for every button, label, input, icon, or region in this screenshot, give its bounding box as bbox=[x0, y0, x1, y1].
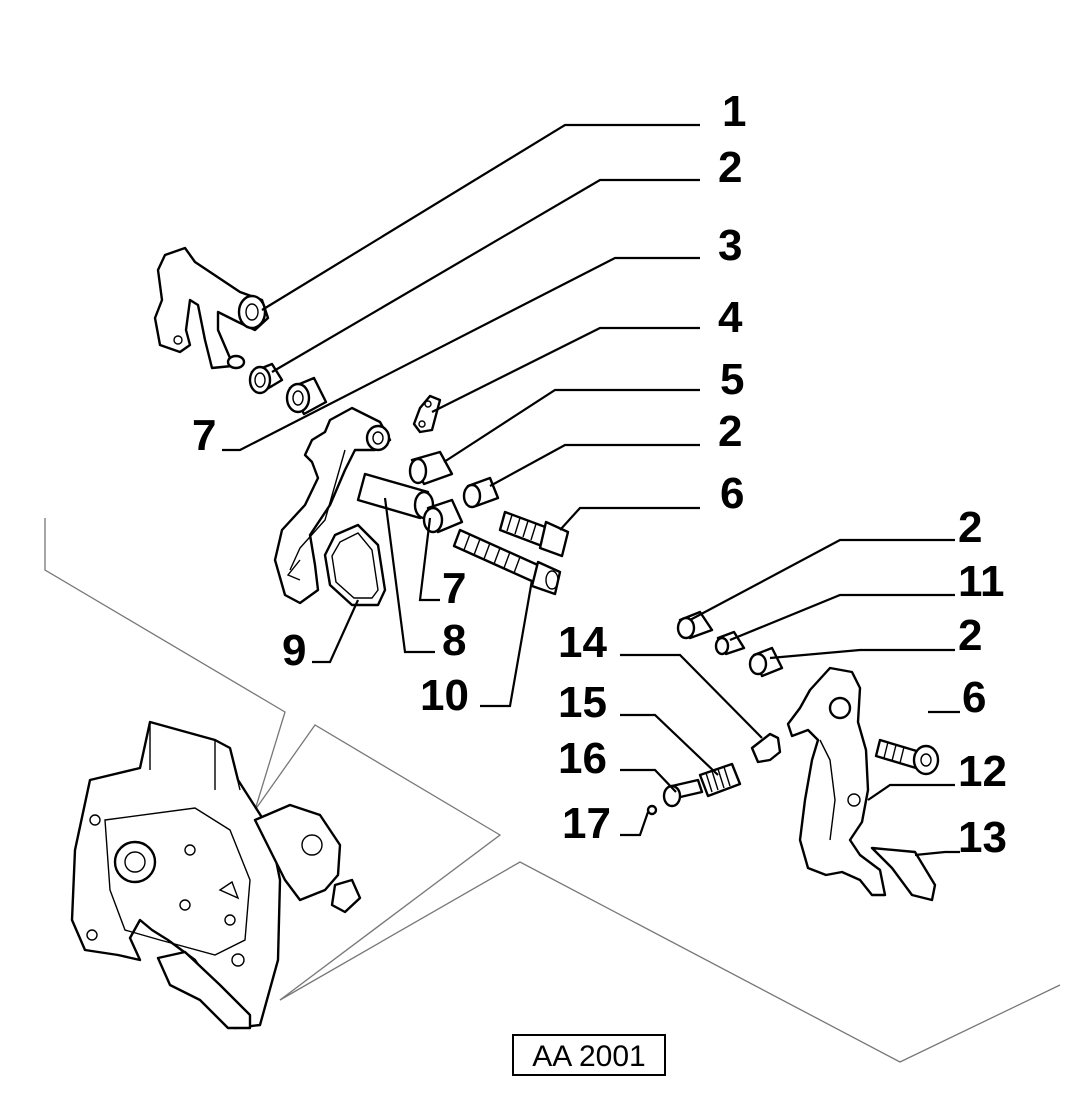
callout-11: 11 bbox=[958, 557, 1005, 606]
part-9-gasket bbox=[323, 523, 387, 607]
leader-lines bbox=[222, 123, 960, 857]
callout-17: 17 bbox=[562, 799, 611, 848]
inset-assembly-view bbox=[70, 720, 362, 1030]
callout-2: 2 bbox=[958, 503, 982, 552]
bushings-upper bbox=[248, 362, 328, 416]
callout-10: 10 bbox=[420, 671, 469, 720]
callout-labels: 1 2 3 4 5 2 6 7 7 8 9 10 2 11 2 14 6 15 … bbox=[192, 87, 1007, 862]
callout-2: 2 bbox=[718, 143, 742, 192]
callout-5: 5 bbox=[720, 355, 744, 404]
callout-7: 7 bbox=[192, 411, 216, 460]
callout-9: 9 bbox=[282, 626, 306, 675]
bushings-right bbox=[676, 610, 784, 678]
part-6-bolt-upper bbox=[498, 510, 570, 558]
part-1-lever-shaft bbox=[153, 246, 270, 370]
callout-4: 4 bbox=[718, 293, 743, 342]
diagram-code-box: AA 2001 bbox=[512, 1034, 666, 1076]
part-4-link-plate bbox=[412, 394, 442, 434]
callout-6: 6 bbox=[962, 673, 986, 722]
part-3-bracket-lever bbox=[273, 406, 392, 605]
callout-7: 7 bbox=[442, 564, 466, 613]
parts-14-17-spring-assembly bbox=[646, 732, 782, 816]
callout-12: 12 bbox=[958, 747, 1007, 796]
callout-16: 16 bbox=[558, 734, 607, 783]
part-10-long-bolt bbox=[452, 528, 562, 596]
callout-2: 2 bbox=[718, 407, 742, 456]
assembly-frame-lines bbox=[44, 518, 1061, 1063]
callout-13: 13 bbox=[958, 813, 1007, 862]
callout-14: 14 bbox=[558, 618, 607, 667]
part-5-spacer bbox=[408, 450, 454, 486]
callout-8: 8 bbox=[442, 616, 466, 665]
callout-2: 2 bbox=[958, 611, 982, 660]
diagram-code: AA 2001 bbox=[532, 1040, 645, 1073]
part-2-bushing-mid bbox=[462, 476, 500, 509]
callout-1: 1 bbox=[722, 87, 746, 136]
part-13-pedal-pad bbox=[870, 846, 937, 902]
part-8-long-tube bbox=[356, 472, 435, 520]
callout-3: 3 bbox=[718, 221, 742, 270]
part-6-bolt-right bbox=[874, 738, 940, 776]
callout-15: 15 bbox=[558, 678, 607, 727]
part-7-bushing-lower bbox=[422, 498, 464, 534]
callout-6: 6 bbox=[720, 469, 744, 518]
part-12-pedal bbox=[786, 666, 887, 897]
